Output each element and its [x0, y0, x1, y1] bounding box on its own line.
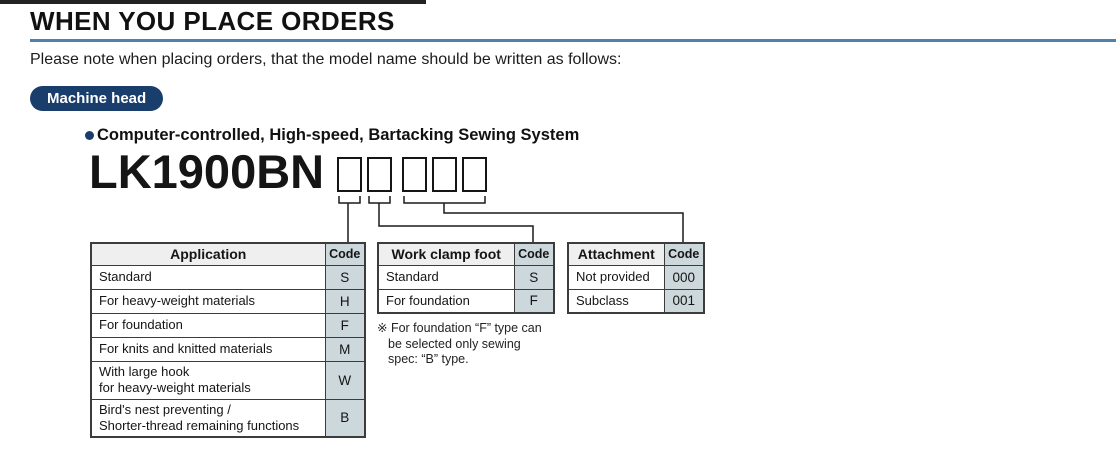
row-code: H — [324, 288, 366, 314]
row-label: Subclass — [567, 288, 665, 314]
attachment-table: Attachment Code Not provided 000 Subclas… — [567, 242, 705, 314]
page-title: WHEN YOU PLACE ORDERS — [30, 6, 395, 36]
table-row: For knits and knitted materials M — [90, 336, 366, 362]
product-heading: Computer-controlled, High-speed, Bartack… — [97, 126, 580, 144]
top-crop-strip — [0, 0, 426, 4]
bracket-application — [338, 196, 361, 204]
table-row: With large hook for heavy-weight materia… — [90, 360, 366, 400]
note-line: be selected only sewing — [388, 336, 521, 351]
row-label: For foundation — [90, 312, 326, 338]
table-row: Not provided 000 — [567, 264, 705, 290]
bullet-icon — [85, 131, 94, 140]
model-digit-box-2 — [367, 157, 392, 192]
row-label: For knits and knitted materials — [90, 336, 326, 362]
code-header: Code — [663, 242, 705, 266]
application-header: Application — [90, 242, 326, 266]
model-digit-box-5 — [462, 157, 487, 192]
table-row: Standard S — [90, 264, 366, 290]
table-row: Subclass 001 — [567, 288, 705, 314]
code-header: Code — [324, 242, 366, 266]
row-label: For heavy-weight materials — [90, 288, 326, 314]
intro-text: Please note when placing orders, that th… — [30, 51, 622, 68]
row-code: S — [324, 264, 366, 290]
table-row: For foundation F — [377, 288, 555, 314]
connector-line-attachment — [443, 203, 684, 242]
model-number: LK1900BN — [89, 145, 325, 198]
table-header-row: Application Code — [90, 242, 366, 266]
model-digit-box-4 — [432, 157, 457, 192]
bracket-attachment — [403, 196, 486, 204]
row-code: M — [324, 336, 366, 362]
application-table: Application Code Standard S For heavy-we… — [90, 242, 366, 438]
row-code: S — [513, 264, 555, 290]
row-code: 000 — [663, 264, 705, 290]
attachment-header: Attachment — [567, 242, 665, 266]
row-code: F — [324, 312, 366, 338]
connector-line-work-clamp-foot — [378, 203, 534, 242]
table-row: For foundation F — [90, 312, 366, 338]
product-heading-line: Computer-controlled, High-speed, Bartack… — [85, 126, 579, 145]
title-underline-rule — [30, 39, 1116, 42]
machine-head-badge: Machine head — [30, 86, 164, 111]
model-digit-box-1 — [337, 157, 362, 192]
row-label: Standard — [90, 264, 326, 290]
row-label: Not provided — [567, 264, 665, 290]
row-code: 001 — [663, 288, 705, 314]
model-digit-box-3 — [402, 157, 427, 192]
table-header-row: Attachment Code — [567, 242, 705, 266]
note-line: spec: “B” type. — [388, 352, 469, 366]
row-label: With large hook for heavy-weight materia… — [90, 360, 326, 400]
table-row: Bird's nest preventing / Shorter-thread … — [90, 398, 366, 438]
table-header-row: Work clamp foot Code — [377, 242, 555, 266]
code-header: Code — [513, 242, 555, 266]
table-row: For heavy-weight materials H — [90, 288, 366, 314]
row-code: W — [324, 360, 366, 400]
row-code: F — [513, 288, 555, 314]
work-clamp-foot-note: ※ For foundation “F” type can be selecte… — [377, 321, 542, 368]
bracket-work-clamp-foot — [368, 196, 391, 204]
work-clamp-foot-table: Work clamp foot Code Standard S For foun… — [377, 242, 555, 314]
row-label: Standard — [377, 264, 515, 290]
row-code: B — [324, 398, 366, 438]
note-line: ※ For foundation “F” type can — [377, 321, 542, 335]
table-row: Standard S — [377, 264, 555, 290]
row-label: Bird's nest preventing / Shorter-thread … — [90, 398, 326, 438]
row-label: For foundation — [377, 288, 515, 314]
work-clamp-foot-header: Work clamp foot — [377, 242, 515, 266]
